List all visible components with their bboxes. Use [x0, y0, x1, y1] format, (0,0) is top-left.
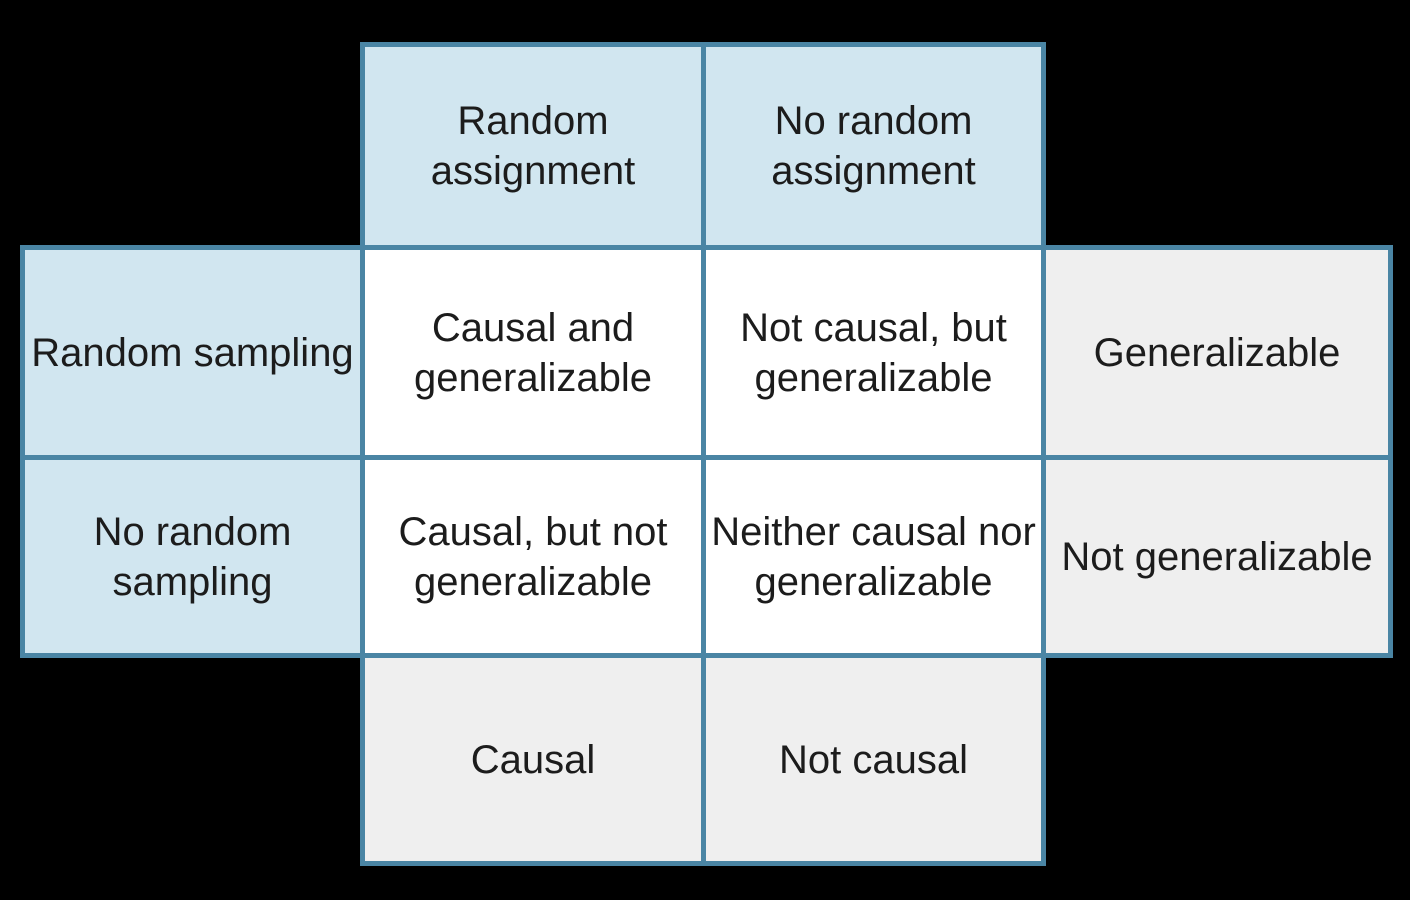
corner-spacer-top-right: [1044, 45, 1391, 248]
col-header-no-random-assignment: No random assignment: [701, 42, 1046, 250]
cell-causal-and-generalizable: Causal and generalizable: [360, 245, 706, 460]
cell-neither-causal-nor-generalizable: Neither causal nor generalizable: [701, 455, 1046, 658]
row-header-random-sampling: Random sampling: [20, 245, 365, 460]
cell-not-causal-but-generalizable: Not causal, but generalizable: [701, 245, 1046, 460]
cell-causal-but-not-generalizable: Causal, but not generalizable: [360, 455, 706, 658]
col-header-random-assignment: Random assignment: [360, 42, 706, 250]
row-annotation-generalizable: Generalizable: [1041, 245, 1393, 460]
column-footer-row: Causal Not causal: [23, 653, 1391, 866]
corner-spacer-bottom-right: [1044, 656, 1391, 864]
sampling-assignment-matrix: Random assignment No random assignment R…: [20, 42, 1393, 866]
row-annotation-not-generalizable: Not generalizable: [1041, 455, 1393, 658]
matrix-row-random-sampling: Random sampling Causal and generalizable…: [20, 245, 1393, 460]
column-header-row: Random assignment No random assignment: [23, 42, 1391, 250]
corner-spacer-bottom-left: [23, 656, 363, 864]
matrix-row-no-random-sampling: No random sampling Causal, but not gener…: [20, 455, 1393, 658]
corner-spacer-top-left: [23, 45, 363, 248]
col-annotation-causal: Causal: [360, 653, 706, 866]
row-header-no-random-sampling: No random sampling: [20, 455, 365, 658]
col-annotation-not-causal: Not causal: [701, 653, 1046, 866]
